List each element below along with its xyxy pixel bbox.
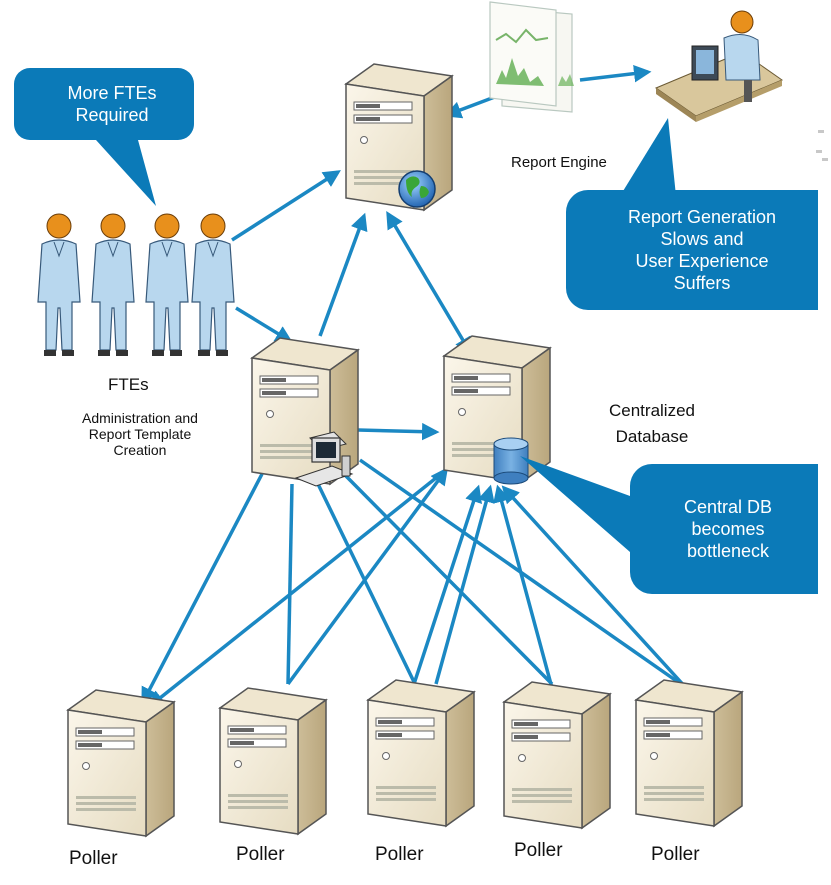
- arrow-engine-db: [386, 210, 472, 356]
- fte-group: [37, 213, 235, 357]
- callout-line: bottleneck: [686, 541, 770, 561]
- callout-line: Suffers: [673, 273, 731, 293]
- poller-servers: [67, 679, 743, 837]
- callout-line: More FTEs: [67, 83, 157, 103]
- db-label-line: Database: [615, 427, 689, 446]
- server-icon: [367, 679, 475, 827]
- poller-label: Poller: [514, 840, 563, 861]
- arrow-ftes-to-engine: [231, 170, 341, 242]
- centralized-database-label: Centralized Database: [590, 398, 714, 450]
- globe-icon: [398, 170, 436, 208]
- callout-line: Slows and: [660, 229, 744, 249]
- callout-line: User Experience: [635, 251, 769, 271]
- callout-central-db-text: Central DB becomes bottleneck: [640, 496, 816, 562]
- server-icon: [503, 681, 611, 829]
- admin-label-line: Report Template: [88, 426, 192, 442]
- poller-label: Poller: [69, 848, 118, 869]
- server-icon: [635, 679, 743, 827]
- callout-report-generation-text: Report Generation Slows and User Experie…: [586, 206, 818, 294]
- admin-label-line: Administration and: [82, 410, 198, 426]
- arrow-admin-to-engine: [318, 212, 368, 337]
- database-icon: [493, 437, 529, 485]
- callout-more-ftes: [14, 68, 194, 206]
- ftes-label: FTEs: [108, 375, 149, 394]
- callout-shapes: [14, 68, 818, 594]
- callout-line: Central DB: [683, 497, 773, 517]
- report-engine-label: Report Engine: [511, 154, 607, 171]
- faint-mark: [816, 130, 828, 161]
- arrow-ftes-to-admin: [235, 306, 293, 343]
- admin-server: [251, 337, 359, 487]
- report-document-icon: [489, 1, 574, 113]
- admin-label-line: Creation: [113, 442, 167, 458]
- admin-label: Administration and Report Template Creat…: [50, 410, 230, 458]
- callout-line: becomes: [691, 519, 765, 539]
- person-icon: [145, 213, 189, 357]
- connection-arrows: [141, 64, 690, 709]
- workstation-icon: [294, 431, 354, 487]
- callout-line: Report Generation: [627, 207, 777, 227]
- db-label-line: Centralized: [609, 401, 695, 420]
- person-icon: [91, 213, 135, 357]
- person-icon: [191, 213, 235, 357]
- central-db-server: [443, 335, 551, 485]
- person-icon: [37, 213, 81, 357]
- report-engine-server: [345, 63, 453, 211]
- arrow-reports-to-user: [579, 64, 652, 83]
- callout-central-db: [520, 456, 818, 594]
- poller-label: Poller: [651, 844, 700, 865]
- server-icon: [219, 687, 327, 835]
- poller-label: Poller: [236, 844, 285, 865]
- callout-report-generation: [566, 190, 818, 310]
- server-icon: [67, 689, 175, 837]
- arrow-admin-to-db: [357, 422, 440, 441]
- user-at-desk-icon: [654, 10, 784, 122]
- callout-more-ftes-text: More FTEs Required: [30, 82, 194, 126]
- callout-line: Required: [75, 105, 149, 125]
- poller-label: Poller: [375, 844, 424, 865]
